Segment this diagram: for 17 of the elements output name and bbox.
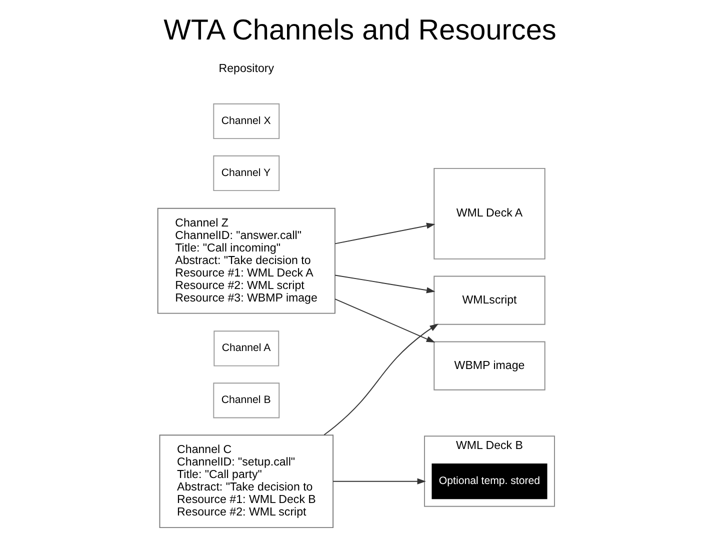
arrow [334, 298, 436, 343]
node-box: Channel X [213, 103, 280, 140]
node-box: Channel Y [213, 155, 280, 192]
arrow [334, 222, 436, 244]
arrow [324, 324, 438, 436]
node-box: Channel C ChannelID: "setup.call" Title: "Call party" Abstract: "Take decision to Resource #1: WML Deck B Resource #2: WML script [159, 434, 334, 528]
node-box: Channel Z ChannelID: "answer.call" Title: "Call incoming" Abstract: "Take decision to Resource #1: WML Deck A Resource #2: WML script Resource #3: WBMP image [157, 208, 336, 314]
node-box: Channel B [213, 382, 280, 418]
node-box: Optional temp. stored [432, 464, 548, 500]
node-box: WML Deck A [434, 168, 546, 260]
node-box: WMLscript [434, 276, 546, 325]
node-box: WBMP image [434, 341, 546, 390]
arrow [332, 478, 426, 484]
arrow [334, 274, 436, 294]
node-box: Channel A [214, 330, 280, 366]
diagram-title: WTA Channels and Resources [164, 14, 556, 46]
label: Repository [218, 63, 274, 76]
